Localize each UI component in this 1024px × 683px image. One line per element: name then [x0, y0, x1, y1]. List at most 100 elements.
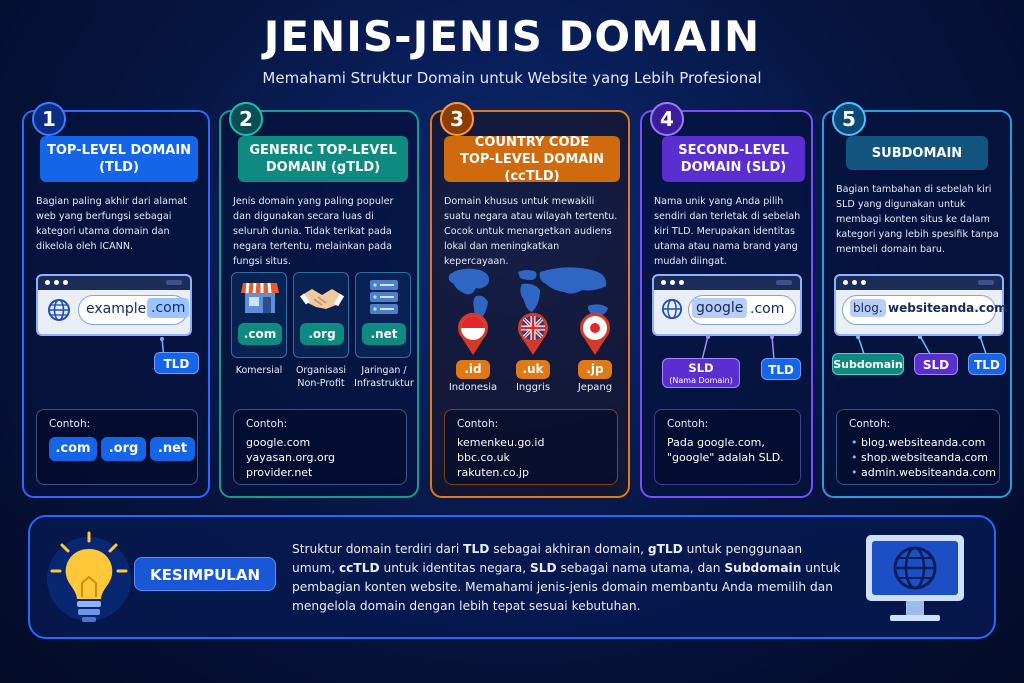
globe-icon: [48, 299, 70, 321]
url-tld: .com: [750, 301, 785, 317]
example-item: "google" adalah SLD.: [667, 451, 784, 464]
examples-label: Contoh:: [667, 418, 709, 430]
examples-box: Contoh: google.com yayasan.org.org provi…: [233, 409, 407, 485]
gtld-badge: .net: [362, 323, 406, 345]
cctld-badge: .jp: [578, 360, 612, 379]
pointer-arrows: [701, 335, 775, 361]
gtld-type-net: .net: [355, 272, 411, 358]
example-item: • blog.websiteanda.com: [851, 436, 986, 449]
server-icon: [370, 280, 398, 314]
example-item: rakuten.co.jp: [457, 466, 529, 479]
examples-list: • blog.websiteanda.com • shop.websiteand…: [851, 435, 996, 480]
card-description: Nama unik yang Anda pilih sendiri dan te…: [654, 196, 801, 267]
examples-box: Contoh: • blog.websiteanda.com • shop.we…: [836, 409, 1000, 485]
handshake-icon: [300, 289, 344, 309]
indonesia-flag-icon: [458, 312, 488, 355]
card-tld: 1 TOP-LEVEL DOMAIN (TLD) Bagian paling a…: [22, 102, 210, 498]
example-item: • shop.websiteanda.com: [851, 451, 988, 464]
gtld-type-com: .com: [231, 272, 287, 358]
examples-list: kemenkeu.go.id bbc.co.uk rakuten.co.jp: [457, 435, 544, 480]
example-item: • admin.websiteanda.com: [851, 466, 997, 479]
card-header-line2: (TLD): [99, 160, 139, 175]
card-header-line1: COUNTRY CODE: [474, 134, 590, 150]
page-subtitle: Memahami Struktur Domain untuk Website y…: [262, 69, 762, 87]
examples-box: Contoh: kemenkeu.go.id bbc.co.uk rakuten…: [444, 409, 618, 485]
browser-window: google .com: [652, 274, 802, 336]
card-gtld: 2 GENERIC TOP-LEVEL DOMAIN (gTLD) Jenis …: [219, 102, 419, 498]
examples-list: google.com yayasan.org.org provider.net: [246, 435, 335, 480]
cctld-badge: .uk: [516, 360, 550, 379]
browser-window: example .com: [36, 274, 192, 336]
card-header-line1: TOP-LEVEL DOMAIN: [46, 143, 192, 158]
example-badge: .com: [49, 437, 97, 461]
globe-icon: [661, 298, 683, 320]
example-item: Pada google.com,: [667, 436, 765, 449]
url-sld-highlight: google: [692, 298, 748, 318]
card-number: 2: [229, 102, 263, 136]
japan-flag-icon: [580, 312, 610, 355]
examples-label: Contoh:: [457, 418, 499, 430]
card-header: SECOND-LEVEL DOMAIN (SLD): [662, 136, 805, 182]
example-item: yayasan.org.org: [246, 451, 336, 464]
examples-label: Contoh:: [849, 418, 891, 430]
country-label: Jepang: [577, 382, 613, 393]
conclusion-text: Struktur domain terdiri dari TLD sebagai…: [292, 542, 841, 613]
gtld-badge: .org: [300, 323, 344, 345]
browser-window: blog. websiteanda.com: [834, 274, 1007, 336]
card-number: 3: [440, 102, 474, 136]
tld-tag: TLD: [761, 358, 801, 380]
gtld-label: Organisasi Non-Profit: [295, 365, 347, 389]
sld-tag-label: SLD: [688, 361, 714, 375]
world-map-icon: [448, 267, 608, 320]
country-label: Inggris: [515, 382, 551, 393]
examples-label: Contoh:: [49, 418, 91, 430]
url-subdomain-highlight: blog.: [850, 299, 886, 317]
browser-titlebar: [654, 276, 800, 290]
page-title: JENIS-JENIS DOMAIN: [263, 12, 761, 61]
card-header: SUBDOMAIN: [846, 136, 988, 170]
card-number: 1: [32, 102, 66, 136]
subdomain-tag: Subdomain: [832, 353, 904, 375]
card-description: Domain khusus untuk mewakili suatu negar…: [444, 196, 618, 267]
conclusion-label: KESIMPULAN: [134, 557, 276, 591]
url-rest: websiteanda.com: [888, 301, 1007, 315]
example-item: bbc.co.uk: [457, 451, 510, 464]
card-description: Bagian tambahan di sebelah kiri SLD yang…: [836, 184, 999, 255]
cctld-badge: .id: [456, 360, 490, 379]
card-header-line2: DOMAIN (gTLD): [265, 160, 381, 175]
examples-list: Pada google.com, "google" adalah SLD.: [667, 435, 784, 465]
example-badge: .org: [101, 437, 146, 461]
monitor-globe-icon: [866, 535, 964, 621]
card-description: Bagian paling akhir dari alamat web yang…: [36, 196, 187, 252]
browser-titlebar: [836, 276, 1002, 290]
example-item: provider.net: [246, 466, 313, 479]
url-tld-highlight: .com: [147, 298, 190, 318]
card-description: Jenis domain yang paling populer dan dig…: [233, 196, 394, 267]
card-sld: 4 SECOND-LEVEL DOMAIN (SLD) Nama unik ya…: [640, 102, 813, 498]
examples-box: Contoh: Pada google.com, "google" adalah…: [654, 409, 801, 485]
example-item: kemenkeu.go.id: [457, 436, 545, 449]
sld-tag: SLD: [914, 353, 958, 375]
card-header-line2: DOMAIN (SLD): [680, 160, 787, 175]
gtld-type-org: .org: [293, 272, 349, 358]
examples-label: Contoh:: [246, 418, 288, 430]
card-cctld: 3 COUNTRY CODE TOP-LEVEL DOMAIN (ccTLD) …: [430, 102, 630, 498]
sld-tag: SLD (Nama Domain): [662, 358, 740, 388]
conclusion-panel: KESIMPULAN Struktur domain terdiri dari …: [28, 515, 996, 639]
lightbulb-icon: [47, 531, 131, 622]
card-header-line1: SECOND-LEVEL: [678, 143, 789, 158]
example-item: google.com: [246, 436, 311, 449]
card-number: 5: [832, 102, 866, 136]
card-header-line2: TOP-LEVEL DOMAIN (ccTLD): [459, 151, 605, 184]
sld-tag-sub: (Nama Domain): [669, 376, 733, 385]
pointer-arrows: [856, 335, 987, 355]
tld-tag: TLD: [154, 352, 199, 374]
gtld-label: Komersial: [235, 365, 283, 376]
card-header: GENERIC TOP-LEVEL DOMAIN (gTLD): [238, 136, 408, 182]
tld-tag: TLD: [968, 353, 1006, 375]
card-number: 4: [650, 102, 684, 136]
card-subdomain: 5 SUBDOMAIN Bagian tambahan di sebelah k…: [822, 102, 1012, 498]
card-header: COUNTRY CODE TOP-LEVEL DOMAIN (ccTLD): [444, 134, 620, 184]
gtld-badge: .com: [238, 323, 282, 345]
store-icon: [241, 282, 279, 313]
